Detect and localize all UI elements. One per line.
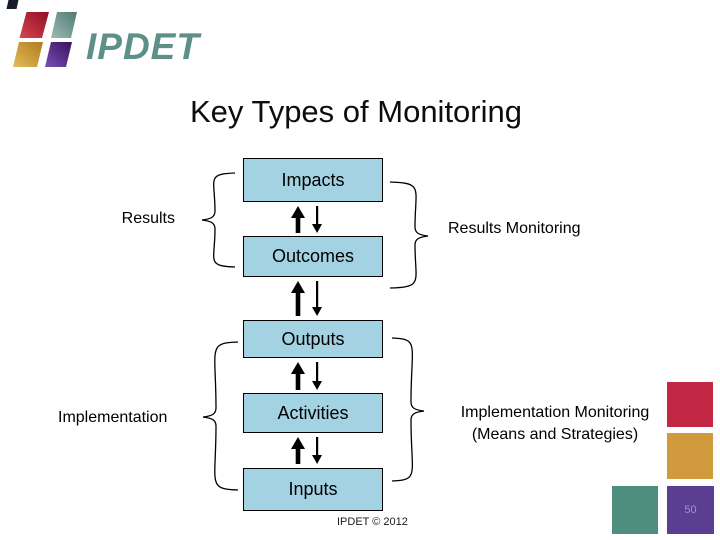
right-brace-results-monitoring — [389, 181, 429, 289]
down-arrow — [312, 206, 322, 233]
left-brace-results — [201, 172, 236, 268]
logo-navy-square — [6, 0, 19, 9]
page-number: 50 — [684, 504, 697, 516]
diagram-box-label: Activities — [277, 402, 349, 423]
diagram-box-outcomes: Outcomes — [243, 236, 383, 277]
logo-wordmark: IPDET — [86, 26, 200, 67]
up-arrow — [291, 437, 305, 464]
logo-gold-square — [13, 42, 43, 67]
diagram-box-label: Impacts — [281, 169, 345, 190]
label-implementation-monitoring-line1: Implementation Monitoring — [460, 404, 650, 421]
diagram-box-label: Outputs — [281, 328, 345, 349]
logo-teal-square — [51, 12, 77, 38]
decor-teal-square — [612, 486, 658, 534]
decor-red-square — [667, 382, 713, 427]
diagram-box-label: Inputs — [288, 479, 338, 499]
logo-red-square — [19, 12, 49, 38]
logo-purple-square — [45, 42, 72, 67]
left-brace-implementation — [202, 341, 239, 491]
ipdet-logo-squares — [6, 0, 77, 67]
up-arrow — [291, 206, 305, 233]
slide-title: Key Types of Monitoring — [190, 94, 522, 129]
label-results: Results — [121, 210, 175, 227]
diagram-box-label: Outcomes — [271, 246, 355, 266]
right-brace-implementation-monitoring — [391, 337, 425, 482]
diagram-box-impacts: Impacts — [243, 158, 383, 202]
label-results-monitoring: Results Monitoring — [448, 220, 581, 237]
ipdet-logo: IPDET — [0, 0, 230, 80]
label-implementation-monitoring-line2: (Means and Strategies) — [471, 426, 639, 443]
label-implementation-monitoring: Implementation Monitoring (Means and Str… — [443, 402, 667, 446]
down-arrow — [312, 437, 322, 464]
decor-gold-square — [667, 433, 713, 479]
up-arrow — [291, 362, 305, 390]
down-arrow — [312, 281, 322, 316]
diagram-box-outputs: Outputs — [243, 320, 383, 358]
up-arrow — [291, 281, 305, 316]
diagram-box-inputs: Inputs — [243, 468, 383, 511]
down-arrow — [312, 362, 322, 390]
decor-purple-square: 50 — [667, 486, 714, 534]
footer-copyright: IPDET © 2012 — [337, 516, 408, 528]
label-implementation: Implementation — [58, 409, 168, 426]
diagram-box-activities: Activities — [243, 393, 383, 433]
